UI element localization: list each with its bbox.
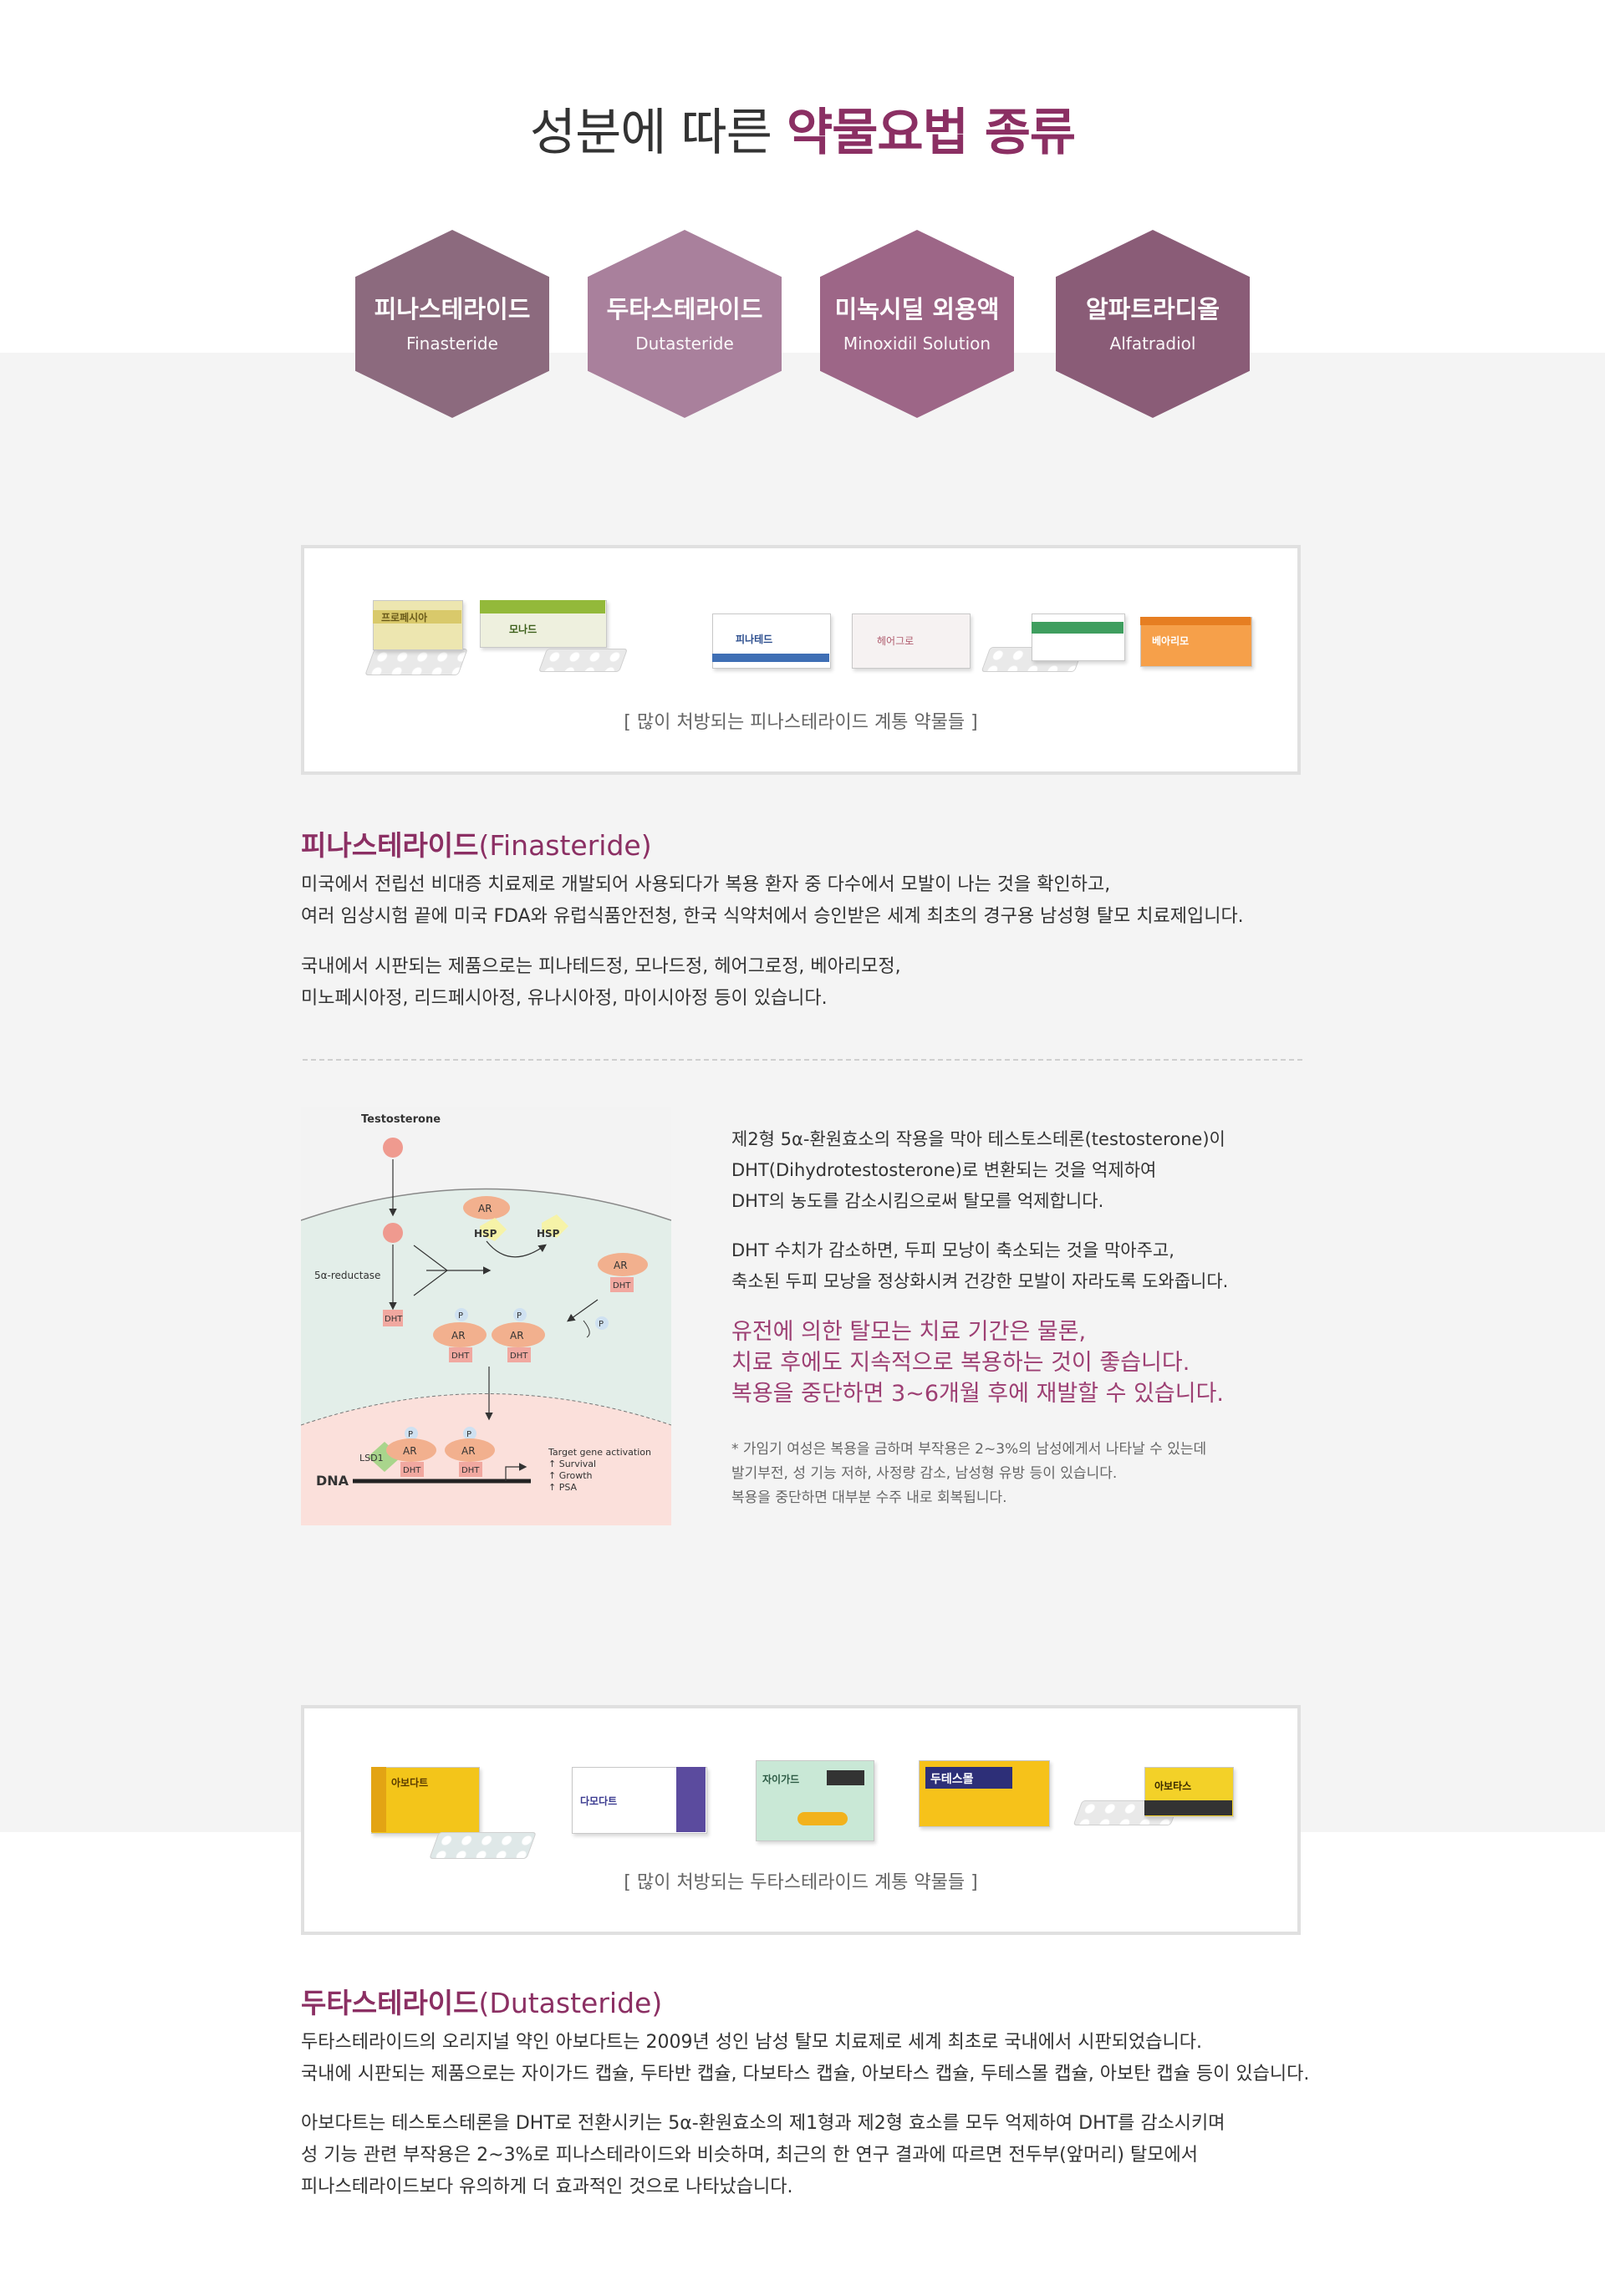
title-prefix: 성분에 따른	[529, 104, 772, 162]
product-image: 아보타스	[1073, 1767, 1245, 1851]
category-label-ko: 피나스테라이드	[374, 294, 531, 323]
svg-text:↑ Survival: ↑ Survival	[548, 1459, 596, 1469]
section-divider	[303, 1059, 1302, 1061]
dutasteride-products-box: 아보다트 다모다트 자이가드 두테스몰 아보타스 [ 많이 처방되는 두타스테라…	[301, 1705, 1301, 1935]
svg-text:AR: AR	[478, 1203, 492, 1214]
product-image: 자이가드	[756, 1760, 881, 1852]
dutasteride-paragraph-2: 아보다트는 테스토스테론을 DHT로 전환시키는 5α-환원효소의 제1형과 제…	[301, 2113, 1225, 2197]
product-image	[1032, 613, 1132, 668]
product-image: 두테스몰	[919, 1760, 1057, 1852]
svg-text:DHT: DHT	[461, 1466, 480, 1475]
svg-text:DHT: DHT	[510, 1352, 528, 1361]
svg-text:P: P	[466, 1430, 471, 1439]
svg-text:LSD1: LSD1	[359, 1453, 384, 1464]
product-image: 다모다트	[572, 1767, 714, 1851]
dutasteride-paragraph-1: 두타스테라이드의 오리지널 약인 아보다트는 2009년 성인 남성 탈모 치료…	[301, 2032, 1310, 2085]
section-title-finasteride: 피나스테라이드(Finasteride)	[301, 829, 652, 862]
section-title-dutasteride: 두타스테라이드(Dutasteride)	[301, 1987, 663, 2019]
category-label-ko: 미녹시딜 외용액	[834, 294, 1000, 323]
svg-text:P: P	[599, 1320, 604, 1329]
label-dna: DNA	[316, 1473, 349, 1489]
svg-text:AR: AR	[510, 1330, 524, 1341]
svg-text:↑ Growth: ↑ Growth	[548, 1470, 593, 1481]
category-alfatradiol[interactable]: 알파트라디올 Alfatradiol	[1056, 230, 1250, 418]
products-caption: [ 많이 처방되는 피나스테라이드 계통 약물들 ]	[624, 712, 978, 733]
mechanism-paragraph-1: 제2형 5α-환원효소의 작용을 막아 테스토스테론(testosterone)…	[731, 1129, 1225, 1211]
title-accent: 약물요법 종류	[787, 104, 1076, 162]
svg-text:P: P	[517, 1311, 522, 1321]
category-minoxidil[interactable]: 미녹시딜 외용액 Minoxidil Solution	[820, 230, 1014, 418]
category-label-ko: 알파트라디올	[1085, 294, 1220, 323]
mechanism-diagram: Testosterone 5α-reductase DHT AR HSP HSP…	[300, 1107, 672, 1525]
product-image: 프로페시아	[363, 600, 468, 680]
svg-text:AR: AR	[461, 1445, 476, 1457]
svg-text:DHT: DHT	[613, 1281, 631, 1291]
svg-text:DHT: DHT	[403, 1466, 421, 1475]
mechanism-highlight: 유전에 의한 탈모는 치료 기간은 물론,치료 후에도 지속적으로 복용하는 것…	[731, 1319, 1225, 1407]
product-image: 모나드	[476, 600, 643, 684]
products-caption: [ 많이 처방되는 두타스테라이드 계통 약물들 ]	[624, 1872, 978, 1893]
svg-text:AR: AR	[403, 1445, 417, 1457]
svg-text:Target gene activation: Target gene activation	[548, 1447, 651, 1458]
svg-text:DHT: DHT	[385, 1315, 403, 1324]
category-hex-row: 피나스테라이드 Finasteride 두타스테라이드 Dutasteride …	[355, 230, 1250, 418]
finasteride-paragraph-1: 미국에서 전립선 비대증 치료제로 개발되어 사용되다가 복용 환자 중 다수에…	[301, 874, 1244, 927]
svg-text:HSP: HSP	[474, 1228, 497, 1240]
mechanism-paragraph-2: DHT 수치가 감소하면, 두피 모낭이 축소되는 것을 막아주고,축소된 두피…	[731, 1240, 1229, 1291]
svg-text:P: P	[458, 1311, 463, 1321]
category-finasteride[interactable]: 피나스테라이드 Finasteride	[355, 230, 549, 418]
mechanism-note: * 가임기 여성은 복용을 금하며 부작용은 2~3%의 남성에게서 나타날 수…	[731, 1441, 1207, 1506]
svg-text:P: P	[408, 1430, 413, 1439]
label-5a-reductase: 5α-reductase	[314, 1270, 380, 1281]
finasteride-products-box: 프로페시아 모나드 피나테드 헤어그로 베아리모 [ 많이 처방되는 피나스테라…	[301, 545, 1301, 775]
category-label-en: Dutasteride	[635, 333, 734, 354]
category-label-en: Finasteride	[406, 333, 498, 354]
product-image: 헤어그로	[852, 613, 1094, 689]
svg-text:DHT: DHT	[451, 1352, 470, 1361]
svg-text:HSP: HSP	[537, 1228, 560, 1240]
svg-text:↑ PSA: ↑ PSA	[548, 1482, 578, 1493]
product-image: 베아리모	[1140, 617, 1257, 675]
page-title: 성분에 따른 약물요법 종류	[0, 92, 1605, 165]
testosterone-molecule	[383, 1138, 403, 1158]
label-testosterone: Testosterone	[361, 1113, 441, 1126]
svg-text:AR: AR	[451, 1330, 466, 1341]
svg-text:AR: AR	[614, 1260, 628, 1271]
product-image: 아보다트	[371, 1767, 547, 1859]
category-label-ko: 두타스테라이드	[606, 294, 763, 323]
product-image: 피나테드	[712, 613, 838, 676]
category-label-en: Alfatradiol	[1109, 333, 1196, 354]
category-label-en: Minoxidil Solution	[843, 333, 991, 354]
category-dutasteride[interactable]: 두타스테라이드 Dutasteride	[588, 230, 782, 418]
finasteride-paragraph-2: 국내에서 시판되는 제품으로는 피나테드정, 모나드정, 헤어그로정, 베아리모…	[301, 956, 901, 1009]
